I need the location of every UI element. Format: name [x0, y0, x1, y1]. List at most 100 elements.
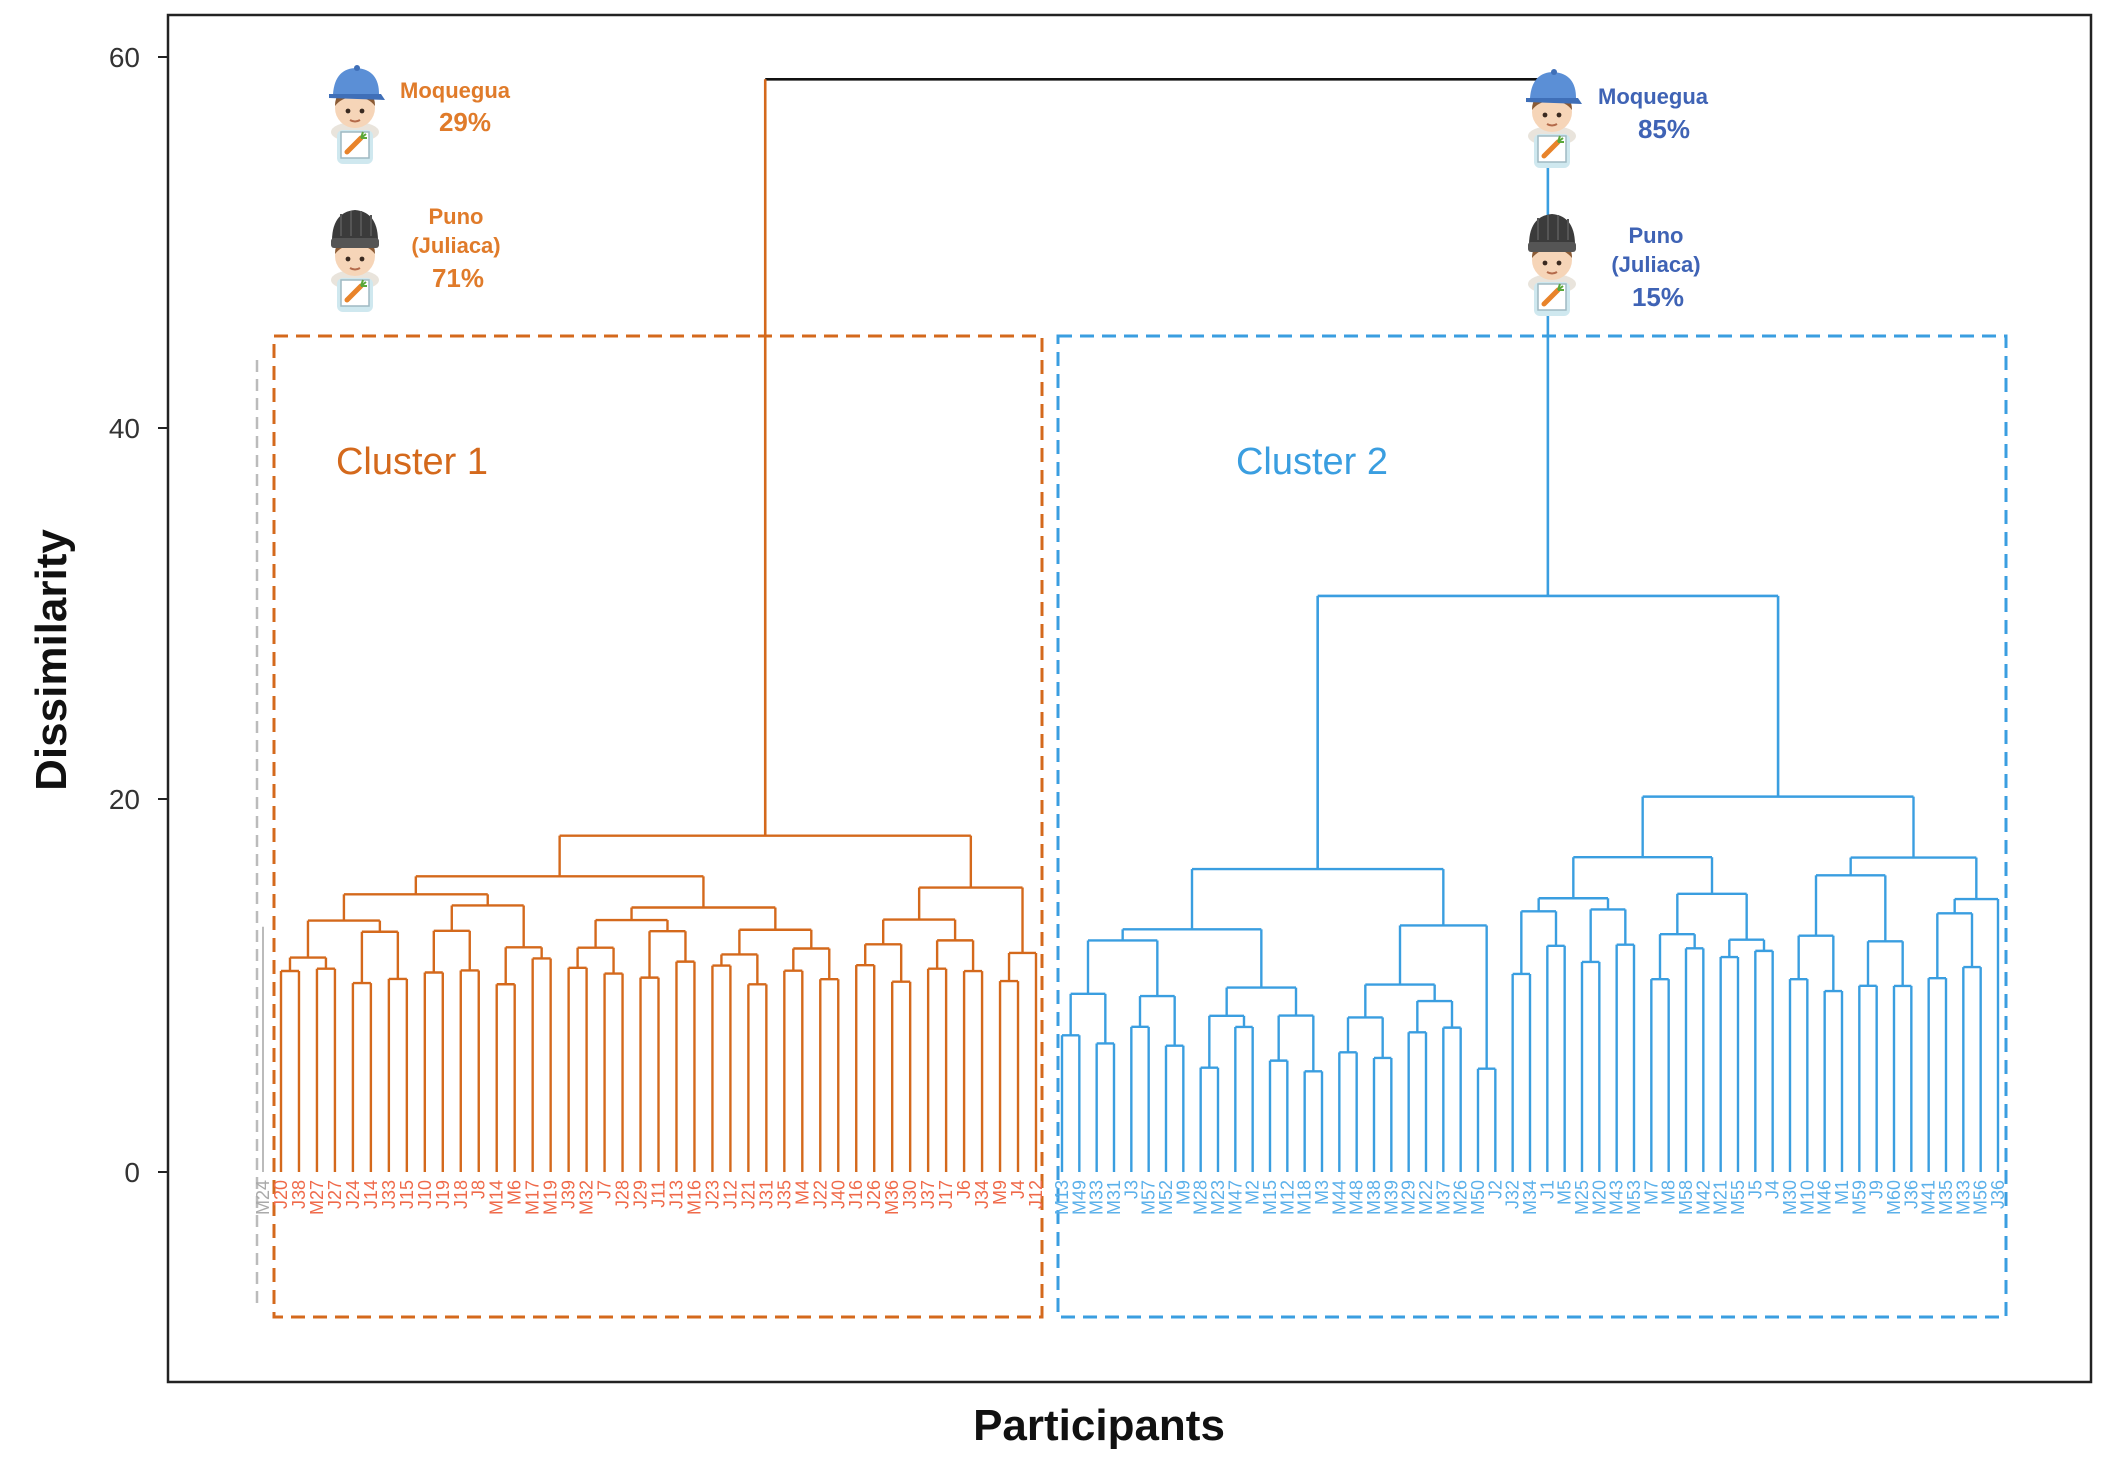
leaf-label: J39: [559, 1180, 579, 1209]
leaf-label: M18: [1295, 1180, 1315, 1215]
cluster2-puno-label: Puno: [1629, 223, 1684, 248]
leaf-label: M30: [1780, 1180, 1800, 1215]
leaf-label: M36: [882, 1180, 902, 1215]
leaf-label: M5: [1555, 1180, 1575, 1205]
leaf-label: J1: [1537, 1180, 1557, 1199]
cluster1-puno-label: Puno: [429, 204, 484, 229]
leaf-label: M42: [1693, 1180, 1713, 1215]
leaf-label: J28: [613, 1180, 633, 1209]
leaf-label: M25: [1572, 1180, 1592, 1215]
leaf-label: M22: [1416, 1180, 1436, 1215]
leaf-label: J9: [1867, 1180, 1887, 1199]
leaf-label: J36: [1988, 1180, 2008, 1209]
cluster1-moquegua-label: Moquegua: [400, 78, 511, 103]
leaf-label: J2: [1485, 1180, 1505, 1199]
leaf-labels: M24J20J38M27J27J24J14J33J15J10J19J18J8M1…: [253, 1180, 2008, 1215]
leaf-label: M12: [1277, 1180, 1297, 1215]
leaf-label: M37: [1433, 1180, 1453, 1215]
leaf-label: M9: [1173, 1180, 1193, 1205]
leaf-label: J35: [774, 1180, 794, 1209]
cluster2-puno-percent: 15%: [1632, 282, 1684, 312]
leaf-label: J11: [649, 1180, 669, 1208]
y-axis: 0 20 40 60: [109, 42, 168, 1188]
y-tick-label: 60: [109, 42, 140, 73]
leaf-label: M20: [1589, 1180, 1609, 1215]
leaf-label: M59: [1849, 1180, 1869, 1215]
leaf-label: M33: [1953, 1180, 1973, 1215]
leaf-label: J12: [1026, 1180, 1046, 1209]
leaf-label: M21: [1711, 1180, 1731, 1215]
leaf-label: M31: [1104, 1180, 1124, 1215]
leaf-label: J40: [828, 1180, 848, 1209]
leaf-label: J4: [1763, 1180, 1783, 1199]
y-tick-label: 20: [109, 784, 140, 815]
leaf-label: J7: [595, 1180, 615, 1199]
leaf-label: M10: [1797, 1180, 1817, 1215]
leaf-label: M13: [1052, 1180, 1072, 1215]
leaf-label: J38: [289, 1180, 309, 1209]
leaf-label: M35: [1936, 1180, 1956, 1215]
cluster1-moquegua-percent: 29%: [439, 107, 491, 137]
leaf-label: M58: [1676, 1180, 1696, 1215]
dendrogram-branches: [262, 78, 2000, 1172]
cluster1-juliaca-label: (Juliaca): [411, 233, 500, 258]
leaf-label: M7: [1641, 1180, 1661, 1205]
leaf-label: J18: [451, 1180, 471, 1209]
leaf-label: J26: [864, 1180, 884, 1209]
y-tick-label: 0: [124, 1157, 140, 1188]
leaf-label: M44: [1329, 1180, 1349, 1215]
leaf-label: J23: [702, 1180, 722, 1209]
leaf-label: J6: [954, 1180, 974, 1199]
y-tick-label: 40: [109, 413, 140, 444]
cluster2-puno-child-icon: [1528, 213, 1576, 316]
leaf-label: M15: [1260, 1180, 1280, 1215]
leaf-label: M8: [1659, 1180, 1679, 1205]
leaf-label: M38: [1364, 1180, 1384, 1215]
leaf-label: J21: [738, 1180, 758, 1209]
leaf-label: J13: [666, 1180, 686, 1209]
leaf-label: J8: [469, 1180, 489, 1199]
leaf-label: M55: [1728, 1180, 1748, 1215]
leaf-label: J14: [361, 1180, 381, 1209]
leaf-label: J10: [415, 1180, 435, 1209]
leaf-label: M49: [1069, 1180, 1089, 1215]
leaf-label: M3: [1312, 1180, 1332, 1205]
cluster1-title: Cluster 1: [336, 441, 488, 483]
leaf-label: M23: [1208, 1180, 1228, 1215]
leaf-label: M39: [1381, 1180, 1401, 1215]
leaf-label: J30: [900, 1180, 920, 1209]
cluster2-title: Cluster 2: [1236, 441, 1388, 483]
leaf-label: J31: [756, 1180, 776, 1209]
cluster1-box: [272, 334, 1044, 1319]
leaf-label: J19: [433, 1180, 453, 1209]
leaf-label: J34: [972, 1180, 992, 1209]
leaf-label: J24: [343, 1180, 363, 1209]
cluster1-puno-child-icon: [331, 209, 379, 312]
leaf-label: M17: [523, 1180, 543, 1215]
leaf-label: J5: [1745, 1180, 1765, 1199]
leaf-label: J27: [325, 1180, 345, 1209]
leaf-label: J33: [379, 1180, 399, 1209]
leaf-label: M60: [1884, 1180, 1904, 1215]
leaf-label: M52: [1156, 1180, 1176, 1215]
leaf-label: M26: [1451, 1180, 1471, 1215]
leaf-label: M46: [1815, 1180, 1835, 1215]
leaf-label: M27: [307, 1180, 327, 1215]
x-axis-title: Participants: [973, 1401, 1225, 1450]
leaf-label: M43: [1607, 1180, 1627, 1215]
leaf-label: M4: [792, 1180, 812, 1205]
leaf-label: J4: [1008, 1180, 1028, 1199]
cluster1-moquegua-child-icon: [329, 65, 385, 164]
leaf-label: M53: [1624, 1180, 1644, 1215]
leaf-label: M29: [1399, 1180, 1419, 1215]
leaf-label: J36: [1901, 1180, 1921, 1209]
leaf-label: M47: [1225, 1180, 1245, 1215]
leaf-label: J29: [631, 1180, 651, 1209]
leaf-label: J32: [1503, 1180, 1523, 1209]
leaf-label: J20: [271, 1180, 291, 1209]
cluster2-box: [1056, 334, 2008, 1319]
leaf-label: M56: [1971, 1180, 1991, 1215]
cluster2-moquegua-percent: 85%: [1638, 114, 1690, 144]
leaf-label: M34: [1520, 1180, 1540, 1215]
